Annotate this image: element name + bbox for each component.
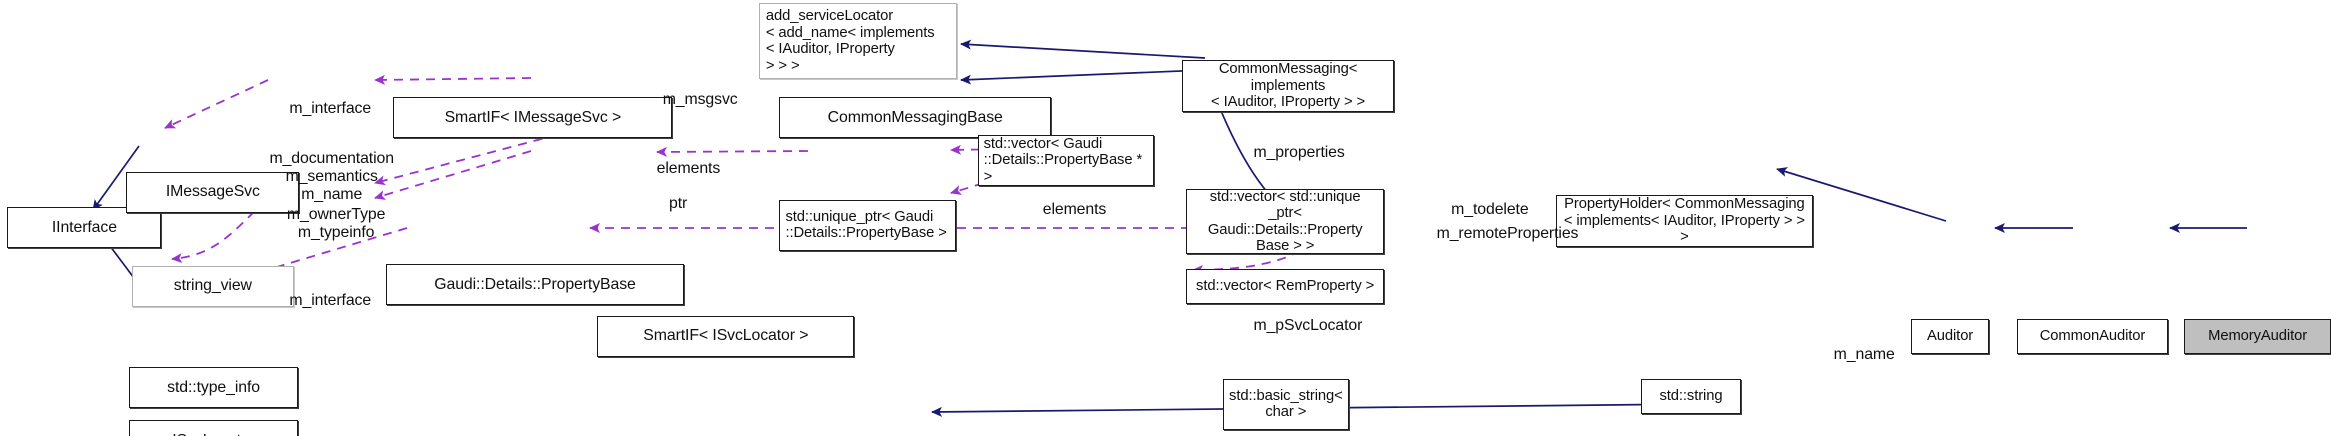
node-iinterface[interactable]: IInterface — [7, 206, 162, 249]
node-commonmessagingbase[interactable]: CommonMessagingBase — [779, 96, 1051, 138]
edge-label-m-name: m_name — [1833, 346, 1895, 364]
edge-label-elements-mid: elements — [1042, 201, 1107, 219]
node-imessagesvc[interactable]: IMessageSvc — [126, 171, 300, 213]
edge-label-m-psvclocator: m_pSvcLocator — [1253, 317, 1363, 335]
node-gaudi-details-propertybase[interactable]: Gaudi::Details::PropertyBase — [386, 264, 685, 306]
node-std-string[interactable]: std::string — [1641, 378, 1741, 414]
edge-label-ptr: ptr — [669, 195, 688, 213]
edge-label-m-todelete: m_todelete — [1451, 201, 1529, 219]
node-auditor[interactable]: Auditor — [1911, 318, 1989, 354]
node-commonauditor[interactable]: CommonAuditor — [2016, 318, 2169, 354]
node-std-vector-propertybase-ptr[interactable]: std::vector< Gaudi ::Details::PropertyBa… — [977, 135, 1154, 187]
node-propertyholder[interactable]: PropertyHolder< CommonMessaging < implem… — [1555, 195, 1813, 247]
edge-label-m-properties: m_properties — [1253, 143, 1345, 161]
node-memoryauditor[interactable]: MemoryAuditor — [2184, 318, 2331, 354]
edge-commonmessaging-addservicelocator — [960, 39, 1206, 59]
edge-label-ownertype-typeinfo: m_ownerType m_typeinfo — [286, 205, 386, 241]
edge-label-elements-top: elements — [656, 160, 721, 177]
node-std-type-info[interactable]: std::type_info — [129, 367, 298, 409]
node-commonmessaging-implements[interactable]: CommonMessaging< implements < IAuditor, … — [1181, 60, 1395, 112]
node-smartif-imessagesvc[interactable]: SmartIF< IMessageSvc > — [393, 96, 673, 138]
edge-label-documentation-semantics-name: m_documentation m_semantics m_name — [269, 149, 395, 204]
edge-label-m-remoteproperties: m_remoteProperties — [1436, 224, 1579, 242]
edge-smartif-imessagesvc — [164, 79, 269, 129]
node-std-basic-string[interactable]: std::basic_string< char > — [1222, 378, 1349, 431]
node-add-servicelocator[interactable]: add_serviceLocator < add_name< implement… — [758, 2, 958, 80]
edge-commonmessagingbase-smartif — [374, 74, 532, 85]
edge-label-m-interface-messagesvc: m_interface — [289, 99, 372, 117]
edge-label-m-interface-svclocator: m_interface — [289, 292, 372, 310]
node-std-unique-ptr-propertybase[interactable]: std::unique_ptr< Gaudi ::Details::Proper… — [779, 199, 956, 252]
node-isvclocator[interactable]: ISvcLocator — [129, 419, 298, 436]
edge-vectoruniqueptr-uniqueptr — [656, 146, 809, 157]
edge-label-m-msgsvc: m_msgsvc — [662, 91, 738, 109]
edge-commonmessaging-commonmessagingbase — [960, 69, 1206, 85]
node-std-vector-unique-ptr-propertybase[interactable]: std::vector< std::unique _ptr< Gaudi::De… — [1186, 189, 1385, 254]
node-string-view[interactable]: string_view — [132, 265, 294, 307]
node-smartif-isvclocator[interactable]: SmartIF< ISvcLocator > — [597, 315, 855, 357]
node-std-vector-remproperty[interactable]: std::vector< RemProperty > — [1186, 268, 1385, 304]
